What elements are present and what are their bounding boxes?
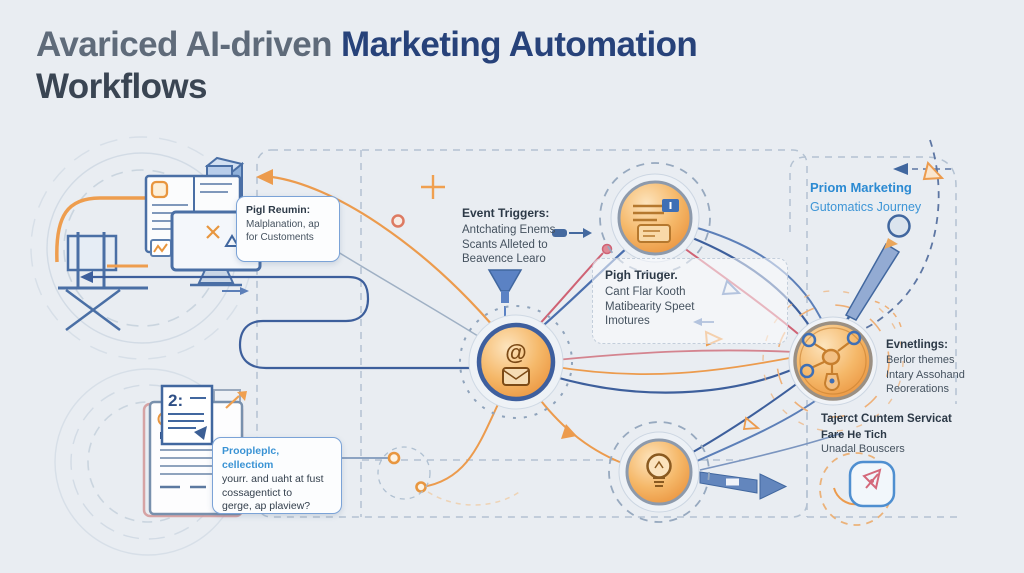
pen-arrow-icon bbox=[699, 471, 788, 500]
textblock-heading: Pigh Triuger. bbox=[605, 268, 678, 282]
at-email-icon: @ bbox=[502, 340, 530, 386]
textblock-tajerct: Tajerct Cuntem Servicat Fare He Tich Una… bbox=[821, 412, 1006, 457]
textblock-line: Berlor themes bbox=[886, 354, 955, 367]
small-markers bbox=[225, 160, 945, 430]
doc-number-label: 2: bbox=[168, 391, 183, 410]
textblock-event-triggers: Event Triggers: Antchating Enems Scants … bbox=[462, 206, 592, 267]
magnifier-pen-icon bbox=[839, 214, 911, 329]
textblock-evnetlings: Evnetlings: Berlor themes Intary Assohan… bbox=[886, 338, 1006, 397]
title-highlight: Marketing Automation bbox=[341, 25, 698, 64]
title-suffix: Workflows bbox=[36, 67, 208, 106]
textblock-heading: Evnetlings: bbox=[886, 339, 948, 351]
textblock-line: Reorerations bbox=[886, 383, 949, 396]
callout-line: yourr. and uaht at fust bbox=[222, 472, 324, 485]
title-prefix: Avariced AI-driven bbox=[36, 25, 342, 64]
callout-line: gerge, ap plaview? bbox=[222, 500, 311, 513]
panel-pigh-triuger: Pigh Triuger. Cant Flar Kooth Matibearit… bbox=[592, 258, 788, 344]
page-title: Avariced AI-driven Marketing Automation … bbox=[36, 24, 796, 108]
callout-bottom-left: Proopleplc, cellectiom yourr. and uaht a… bbox=[212, 437, 342, 514]
textblock-line: Beavence Learo bbox=[462, 253, 546, 266]
message-send-icon bbox=[633, 199, 679, 243]
callout-top-left: Pigl Reumin: Malplanation, ap for Custom… bbox=[236, 196, 340, 262]
node-message-send bbox=[599, 162, 711, 274]
textblock-line: Antchating Enems bbox=[462, 223, 556, 236]
textblock-line: Matibearity Speet bbox=[605, 300, 695, 313]
event-arrow-icon bbox=[552, 228, 592, 238]
callout-heading: Pigl Reumin: bbox=[246, 204, 311, 216]
textblock-line: Unadal Bouscers bbox=[821, 443, 905, 456]
textblock-priom-marketing: Priom Marketing Gutomatics Journey bbox=[810, 179, 970, 216]
textblock-heading: Event Triggers: bbox=[462, 206, 550, 220]
numbered-doc-icon: 2: bbox=[160, 384, 214, 446]
textblock-line: Scants Alleted to bbox=[462, 238, 548, 251]
callout-heading: Proopleplc, cellectiom bbox=[222, 445, 280, 471]
dashed-frame-lines bbox=[256, 149, 958, 518]
callout-line: cossagentict to bbox=[222, 486, 293, 499]
target-circle-icon bbox=[819, 452, 896, 526]
svg-text:@: @ bbox=[505, 340, 526, 365]
textblock-line: Cant Flar Kooth bbox=[605, 285, 686, 298]
plus-icon bbox=[421, 175, 445, 199]
textblock-line: Imotures bbox=[605, 315, 650, 328]
node-ai-network bbox=[788, 316, 878, 406]
triangle-icon bbox=[742, 416, 761, 430]
node-lightbulb bbox=[608, 421, 710, 523]
textblock-subheading: Fare He Tich bbox=[821, 428, 887, 441]
lightbulb-icon bbox=[646, 453, 672, 487]
callout-line: Malplanation, ap bbox=[246, 218, 320, 230]
triangle-icon bbox=[922, 160, 945, 181]
textblock-heading: Tajerct Cuntem Servicat bbox=[821, 413, 952, 425]
textblock-line: Intary Assohand bbox=[886, 368, 965, 381]
ai-network-icon bbox=[799, 330, 862, 391]
easel-stand-icon bbox=[58, 232, 148, 332]
node-hub-email: @ bbox=[459, 305, 573, 419]
textblock-heading: Priom Marketing bbox=[810, 180, 912, 195]
monitor-documents-illustration bbox=[55, 156, 262, 332]
connection-lines bbox=[80, 139, 955, 506]
textblock-line: Gutomatics Journey bbox=[810, 199, 922, 214]
callout-line: for Customents bbox=[246, 232, 314, 244]
